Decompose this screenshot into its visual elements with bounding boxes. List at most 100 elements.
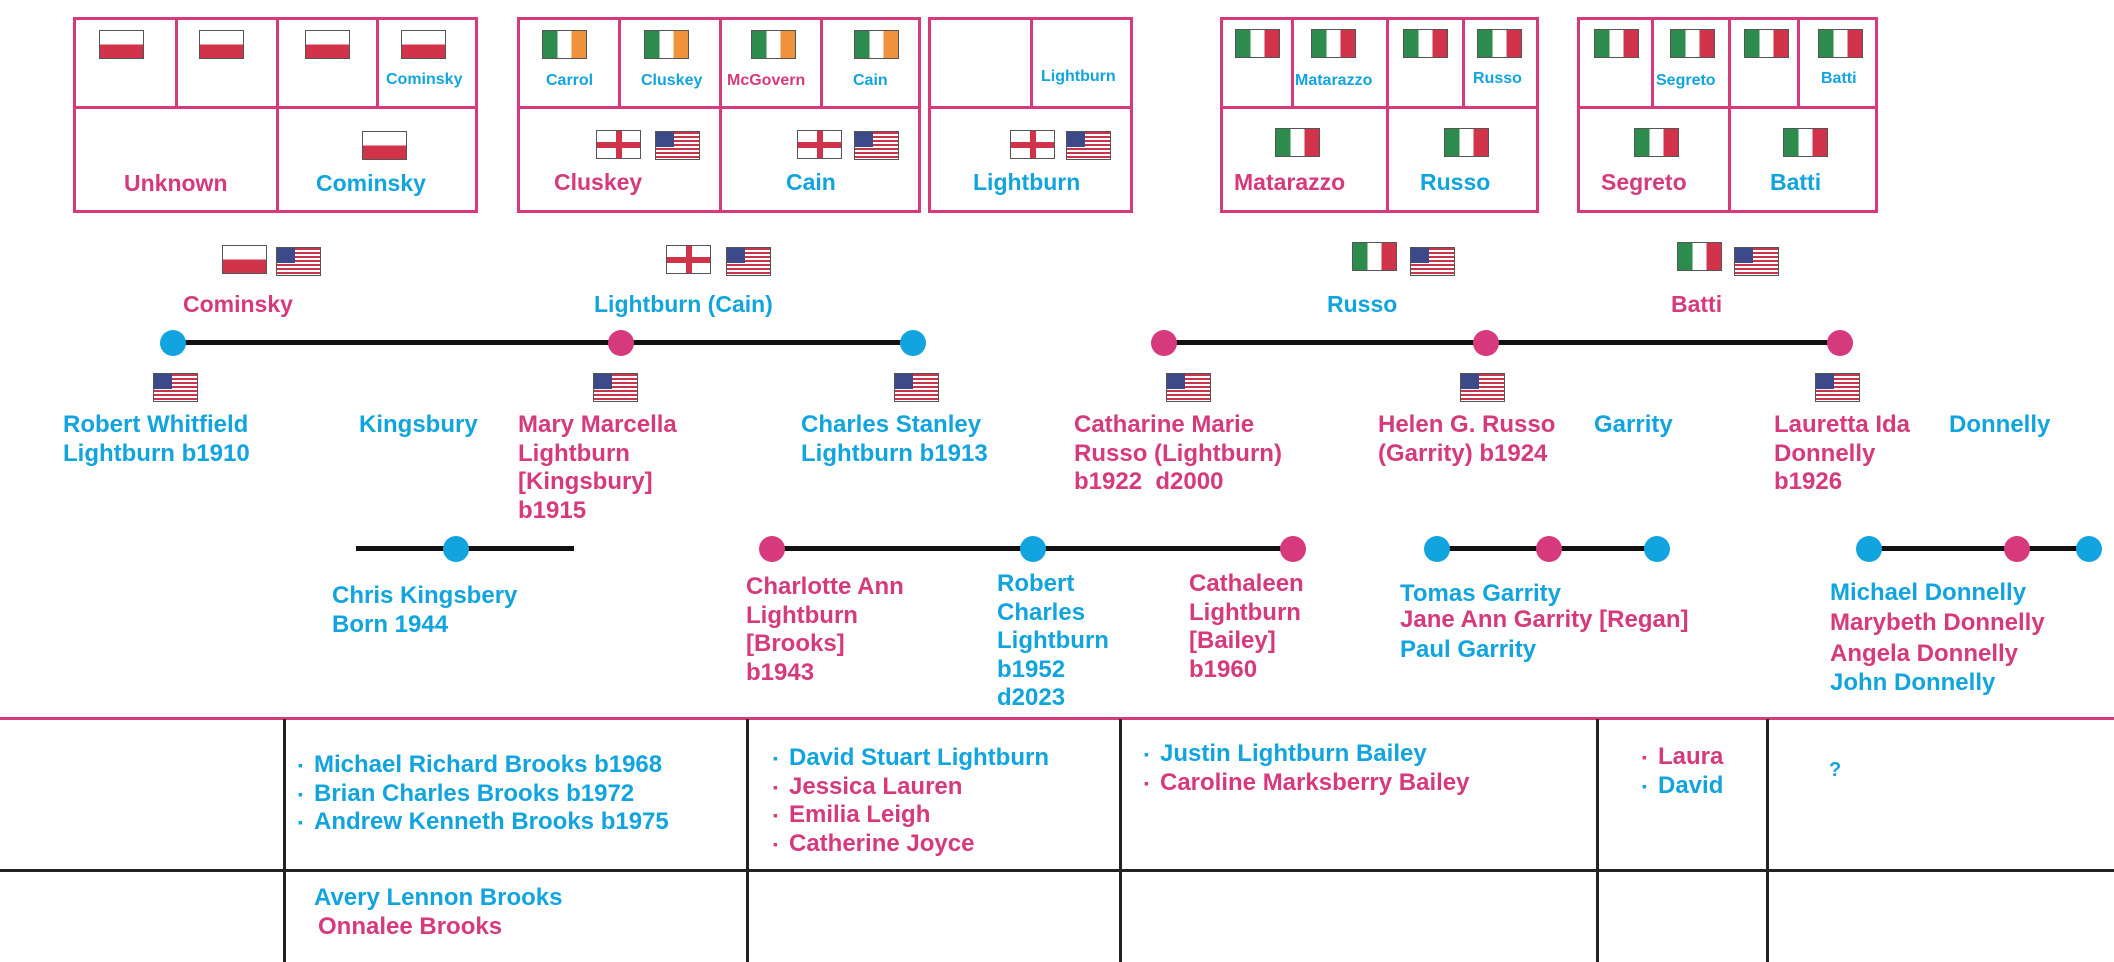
list-item: Jessica Lauren	[773, 773, 1049, 802]
ancestor-label: Lightburn	[973, 169, 1081, 195]
person-name-line: Charles Stanley	[801, 411, 982, 438]
person-name-line: Helen G. Russo	[1378, 411, 1556, 438]
person-charlotte-ann: Charlotte Ann Lightburn [Brooks] b1943	[746, 573, 904, 687]
male-node	[160, 330, 186, 356]
ireland-flag-icon	[854, 30, 899, 59]
person-paul-garrity: Paul Garrity	[1400, 636, 1537, 663]
person-name-line: b1943	[746, 658, 815, 686]
italy-flag-icon	[1677, 242, 1722, 271]
person-catharine-marie: Catharine Marie Russo (Lightburn) b1922 …	[1074, 411, 1282, 497]
person-name-line: Lightburn	[997, 627, 1109, 654]
female-node	[2004, 536, 2030, 562]
poland-flag-icon	[222, 245, 267, 274]
person-name-line: Catharine Marie	[1074, 411, 1255, 438]
list-item: Onnalee Brooks	[318, 912, 503, 940]
ancestor-box	[719, 106, 921, 213]
male-node	[1424, 536, 1450, 562]
list-item: Laura	[1642, 743, 1723, 772]
male-node	[443, 536, 469, 562]
usa-flag-icon	[655, 131, 700, 160]
person-john-donnelly: John Donnelly	[1830, 669, 1996, 696]
ancestor-label: Cluskey	[641, 72, 703, 89]
person-name-line: Lauretta Ida	[1774, 411, 1911, 438]
table-column-divider	[283, 719, 286, 962]
person-chris-kingsbery: Chris Kingsbery Born 1944	[332, 582, 517, 639]
ancestor-label: Matarazzo	[1295, 72, 1373, 89]
ireland-flag-icon	[644, 30, 689, 59]
list-item: Brian Charles Brooks b1972	[298, 780, 669, 809]
person-name-line: Charlotte Ann	[746, 573, 904, 600]
family-surname: Lightburn (Cain)	[594, 291, 773, 317]
family-surname: Cominsky	[183, 291, 293, 317]
ancestor-label: Cain	[853, 72, 888, 89]
family-surname: Russo	[1327, 291, 1398, 317]
table-column-divider	[1766, 719, 1769, 962]
bailey-children-list: Justin Lightburn Bailey Caroline Marksbe…	[1144, 740, 1469, 797]
person-name-line: Cathaleen	[1189, 570, 1304, 597]
list-item: Avery Lennon Brooks	[314, 884, 563, 911]
person-marybeth-donnelly: Marybeth Donnelly	[1830, 609, 2045, 636]
italy-flag-icon	[1403, 29, 1448, 58]
ancestor-box	[1728, 106, 1878, 213]
female-node	[1827, 330, 1853, 356]
male-node	[900, 330, 926, 356]
sibling-line	[1162, 340, 1842, 345]
usa-flag-icon	[153, 373, 198, 402]
person-kingsbury: Kingsbury	[359, 411, 478, 438]
ancestor-box	[928, 17, 1033, 109]
person-jane-ann: Jane Ann Garrity [Regan]	[1400, 606, 1689, 633]
male-node	[1644, 536, 1670, 562]
england-flag-icon	[797, 130, 842, 159]
garrity-children-list: Laura David	[1642, 743, 1723, 800]
list-item: Justin Lightburn Bailey	[1144, 740, 1469, 769]
person-name-line: d2023	[997, 684, 1066, 711]
poland-flag-icon	[362, 131, 407, 160]
usa-flag-icon	[276, 247, 321, 276]
ancestor-box	[928, 106, 1133, 213]
female-node	[759, 536, 785, 562]
italy-flag-icon	[1670, 29, 1715, 58]
person-robert-whitfield: Robert Whitfield Lightburn b1910	[63, 411, 250, 468]
list-item: Catherine Joyce	[773, 830, 1049, 859]
list-item: David	[1642, 772, 1723, 801]
italy-flag-icon	[1311, 29, 1356, 58]
ancestor-label: McGovern	[727, 72, 806, 89]
person-name-line: (Garrity) b1924	[1378, 439, 1548, 467]
female-node	[1151, 330, 1177, 356]
person-name-line: Lightburn	[746, 601, 858, 629]
england-flag-icon	[1010, 130, 1055, 159]
ancestor-label: Russo	[1473, 70, 1522, 87]
person-name-line: Robert	[997, 570, 1075, 597]
table-row-divider	[0, 869, 2114, 872]
person-name-line: Lightburn	[518, 439, 630, 467]
ancestor-label: Carrol	[546, 72, 594, 89]
usa-flag-icon	[894, 373, 939, 402]
italy-flag-icon	[1477, 29, 1522, 58]
list-item: Michael Richard Brooks b1968	[298, 751, 669, 780]
sibling-line	[172, 340, 916, 345]
italy-flag-icon	[1744, 29, 1789, 58]
person-tomas-garrity: Tomas Garrity	[1400, 580, 1561, 607]
brooks-grandchildren-list: Avery Lennon Brooks Onnalee Brooks	[314, 884, 563, 941]
person-name-line: Chris Kingsbery	[332, 582, 518, 609]
unknown-children-marker: ?	[1829, 759, 1842, 781]
list-item: Caroline Marksberry Bailey	[1144, 769, 1469, 798]
ancestor-label: Batti	[1770, 169, 1822, 195]
person-name-line: Lightburn b1910	[63, 439, 250, 467]
ancestor-box	[1386, 106, 1539, 213]
ancestor-box	[1577, 106, 1731, 213]
poland-flag-icon	[401, 30, 446, 59]
table-top-border	[0, 717, 2114, 720]
person-helen-russo: Helen G. Russo (Garrity) b1924	[1378, 411, 1555, 468]
person-robert-charles: Robert Charles Lightburn b1952 d2023	[997, 570, 1109, 713]
ancestor-label: Lightburn	[1041, 68, 1116, 85]
person-cathaleen: Cathaleen Lightburn [Bailey] b1960	[1189, 570, 1304, 684]
ancestor-label: Cain	[786, 169, 836, 195]
italy-flag-icon	[1444, 128, 1489, 157]
female-node	[608, 330, 634, 356]
person-garrity: Garrity	[1594, 411, 1673, 438]
person-name-line: Robert Whitfield	[63, 411, 249, 438]
italy-flag-icon	[1634, 128, 1679, 157]
italy-flag-icon	[1818, 29, 1863, 58]
poland-flag-icon	[305, 30, 350, 59]
